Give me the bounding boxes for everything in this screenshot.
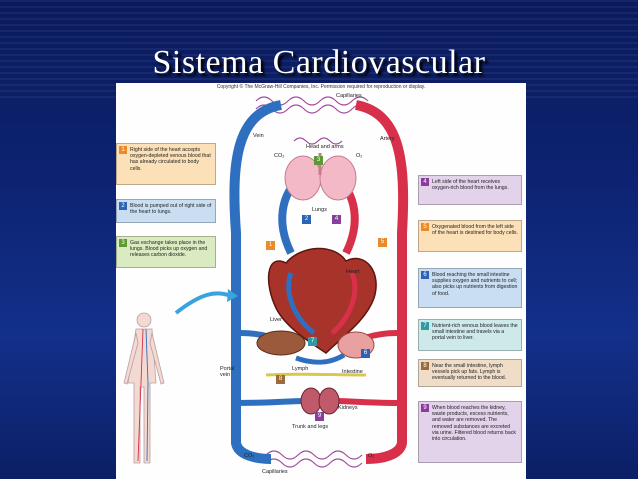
label-capillaries-top: Capillaries xyxy=(336,93,362,99)
kidney-right xyxy=(318,387,340,415)
artery-vessel xyxy=(354,100,409,464)
step-text-7: Nutrient-rich venous blood leaves the sm… xyxy=(432,323,518,342)
heart-inner-right xyxy=(330,272,358,335)
lung-right xyxy=(319,155,357,201)
step-text-9: When blood reaches the kidney, waste pro… xyxy=(432,405,516,443)
label-lymph: Lymph xyxy=(292,366,309,372)
step-text-6: Blood reaching the small intestine suppl… xyxy=(432,272,518,297)
slide-title: Sistema Cardiovascular xyxy=(152,44,486,81)
label-o2-bottom: O₂ xyxy=(368,453,375,459)
step-text-5: Oxygenated blood from the left side of t… xyxy=(432,224,518,237)
step-box-3: 3 Gas exchange takes place in the lungs.… xyxy=(116,236,216,268)
label-o2-top: O₂ xyxy=(356,153,363,159)
kidney-left xyxy=(300,387,322,415)
circulation-diagram xyxy=(123,96,409,468)
label-capillaries-bottom: Capillaries xyxy=(262,469,288,475)
label-liver: Liver xyxy=(270,317,282,323)
label-head-arms: Head and arms xyxy=(306,144,344,150)
human-figure xyxy=(123,312,165,464)
vein-vessel xyxy=(229,100,283,464)
marker-6: 6 xyxy=(361,349,370,358)
step-number-2: 2 xyxy=(119,202,127,210)
heart-shape xyxy=(267,247,377,354)
step-number-9: 9 xyxy=(421,404,429,412)
step-box-6: 6 Blood reaching the small intestine sup… xyxy=(418,268,522,308)
marker-7: 7 xyxy=(308,337,317,346)
step-box-1: 1 Right side of the heart accepts oxygen… xyxy=(116,143,216,185)
step-number-6: 6 xyxy=(421,271,429,279)
label-kidneys: Kidneys xyxy=(338,405,358,411)
step-box-8: 8 Near the small intestine, lymph vessel… xyxy=(418,359,522,387)
head-capillaries xyxy=(293,137,343,145)
portal-vein-vessel xyxy=(295,352,346,365)
step-number-7: 7 xyxy=(421,322,429,330)
step-box-7: 7 Nutrient-rich venous blood leaves the … xyxy=(418,319,522,351)
step-number-8: 8 xyxy=(421,362,429,370)
step-box-4: 4 Left side of the heart receives oxygen… xyxy=(418,175,522,205)
step-text-8: Near the small intestine, lymph vessels … xyxy=(432,363,507,382)
label-co2-bottom: CO₂ xyxy=(244,453,255,459)
step-box-9: 9 When blood reaches the kidney, waste p… xyxy=(418,401,522,463)
liver-shape xyxy=(256,330,306,356)
step-number-3: 3 xyxy=(119,239,127,247)
circulation-figure: Copyright © The McGraw-Hill Companies, I… xyxy=(116,83,526,479)
marker-3: 3 xyxy=(314,156,323,165)
step-number-4: 4 xyxy=(421,178,429,186)
step-text-3: Gas exchange takes place in the lungs. B… xyxy=(130,240,208,259)
label-trunk-legs: Trunk and legs xyxy=(292,424,329,430)
kidney-vessel-out xyxy=(235,398,305,406)
step-text-1: Right side of the heart accepts oxygen-d… xyxy=(130,147,211,172)
kidney-vessel-in xyxy=(335,398,403,406)
marker-9: 9 xyxy=(315,412,324,421)
zoom-arrow xyxy=(174,291,229,315)
marker-2: 2 xyxy=(302,215,311,224)
step-text-2: Blood is pumped out of right side of the… xyxy=(130,203,212,216)
label-heart: Heart xyxy=(346,269,360,275)
marker-4: 4 xyxy=(332,215,341,224)
step-number-1: 1 xyxy=(119,146,127,154)
marker-8: 8 xyxy=(276,375,285,384)
label-intestine: Intestine xyxy=(342,369,363,375)
marker-1: 1 xyxy=(266,241,275,250)
zoom-arrow-head xyxy=(227,289,238,302)
heart-inner-left xyxy=(286,272,316,335)
step-text-4: Left side of the heart receives oxygen-r… xyxy=(432,179,509,192)
copyright-note: Copyright © The McGraw-Hill Companies, I… xyxy=(216,84,426,90)
label-lungs: Lungs xyxy=(312,207,327,213)
label-co2-top: CO₂ xyxy=(274,153,285,159)
step-box-5: 5 Oxygenated blood from the left side of… xyxy=(418,220,522,252)
capillary-bed-bottom xyxy=(265,450,363,468)
label-portal-vein: Portal vein xyxy=(220,366,235,378)
marker-5: 5 xyxy=(378,238,387,247)
lymph-vessel xyxy=(265,372,367,377)
label-artery: Artery xyxy=(380,136,395,142)
step-box-2: 2 Blood is pumped out of right side of t… xyxy=(116,199,216,223)
human-vessels xyxy=(137,328,149,462)
label-vein: Vein xyxy=(253,133,264,139)
step-number-5: 5 xyxy=(421,223,429,231)
